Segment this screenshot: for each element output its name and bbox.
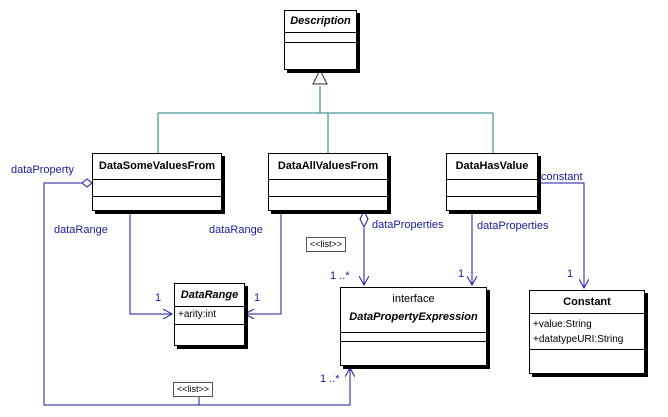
multiplicity-dpe-bottom: 1 ..* [320,373,340,385]
class-data-some-values-from-attributes [93,180,221,197]
class-data-property-expression-operations [341,342,486,366]
data-range-left-edge [129,211,172,314]
class-data-all-values-from-attributes [269,180,387,197]
class-data-some-values-from-name: DataSomeValuesFrom [93,154,221,180]
class-data-some-values-from[interactable]: DataSomeValuesFrom [92,153,222,211]
class-data-range-operations [175,325,244,346]
generalization-edges [157,86,494,153]
class-data-range-name: DataRange [175,284,244,307]
class-data-all-values-from-name: DataAllValuesFrom [269,154,387,180]
class-constant-name: Constant [530,291,644,314]
class-description[interactable]: Description [284,10,357,70]
class-data-all-values-from[interactable]: DataAllValuesFrom [268,153,388,211]
class-constant-attribute-datatype-uri: +datatypeURI:String [533,334,624,345]
class-data-has-value-attributes [447,180,537,197]
class-data-has-value-name: DataHasValue [447,154,537,180]
class-data-range[interactable]: DataRange +arity:int [174,283,245,346]
multiplicity-dpe-has: 1 [458,268,465,280]
label-data-properties-has: dataProperties [477,220,549,232]
label-constant: constant [541,171,583,183]
class-data-property-expression-header: interface DataPropertyExpression [341,288,486,333]
data-property-edge [43,178,350,406]
class-data-property-expression-stereotype: interface [392,293,435,305]
list-tag-top: <<list>> [306,237,347,252]
class-data-has-value[interactable]: DataHasValue [446,153,538,211]
class-data-all-values-from-operations [269,197,387,211]
class-description-operations [285,43,356,70]
class-description-name: Description [285,11,356,33]
inheritance-triangle [312,68,328,85]
data-properties-all-edge [360,209,368,285]
class-description-attributes [285,33,356,43]
constant-edge [538,182,584,288]
class-constant-attributes: +value:String +datatypeURI:String [530,314,644,350]
label-data-range-right: dataRange [209,224,263,236]
class-data-property-expression-attributes [341,333,486,342]
class-data-some-values-from-operations [93,197,221,211]
class-data-property-expression-name: DataPropertyExpression [349,311,478,323]
class-data-property-expression[interactable]: interface DataPropertyExpression [340,287,487,366]
label-data-range-left: dataRange [54,224,108,236]
label-data-properties-all: dataProperties [372,219,444,231]
class-constant-attribute-value: +value:String [533,319,592,330]
list-tag-bottom: <<list>> [173,382,214,397]
multiplicity-data-range-right: 1 [254,292,261,304]
data-range-right-edge [245,211,282,314]
class-constant[interactable]: Constant +value:String +datatypeURI:Stri… [529,290,645,374]
multiplicity-constant: 1 [567,268,574,280]
multiplicity-dpe-top: 1 ..* [330,270,350,282]
label-data-property: dataProperty [11,164,74,176]
class-data-range-attribute: +arity:int [175,307,244,325]
class-data-has-value-operations [447,197,537,211]
multiplicity-data-range-left: 1 [155,292,162,304]
class-constant-operations [530,350,644,374]
